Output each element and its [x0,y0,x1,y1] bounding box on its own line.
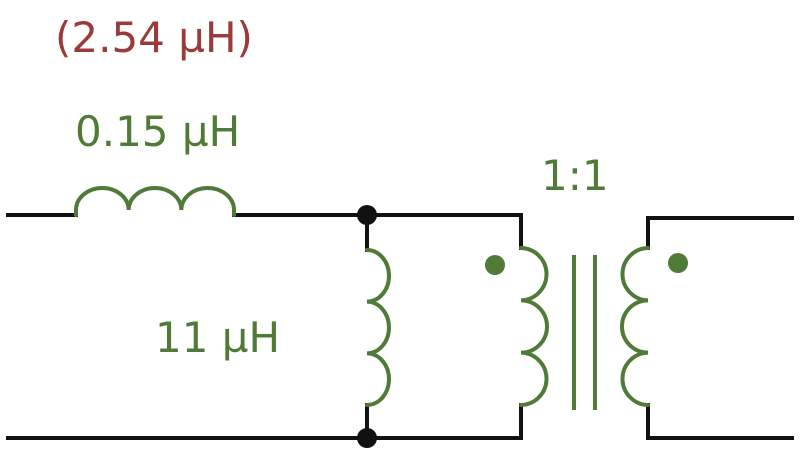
secondary-bottom-wire [646,403,794,440]
series-inductor-icon [74,186,236,217]
secondary-polarity-dot-icon [668,253,688,273]
shunt-inductance-label: 11 µH [155,313,280,362]
transformer-secondary-winding-icon [620,246,650,407]
transformer-core-icon [572,255,597,410]
bottom-junction-dot-icon [357,428,377,448]
secondary-top-wire [646,216,794,250]
turns-ratio-label: 1:1 [541,151,609,200]
series-inductance-label: 0.15 µH [75,107,240,156]
wiring [6,213,794,440]
shunt-inductor-icon [365,248,391,407]
primary-polarity-dot-icon [485,255,505,275]
transformer-primary-winding-icon [519,246,549,407]
top-junction-dot-icon [357,205,377,225]
total-inductance-label: (2.54 µH) [55,13,253,62]
